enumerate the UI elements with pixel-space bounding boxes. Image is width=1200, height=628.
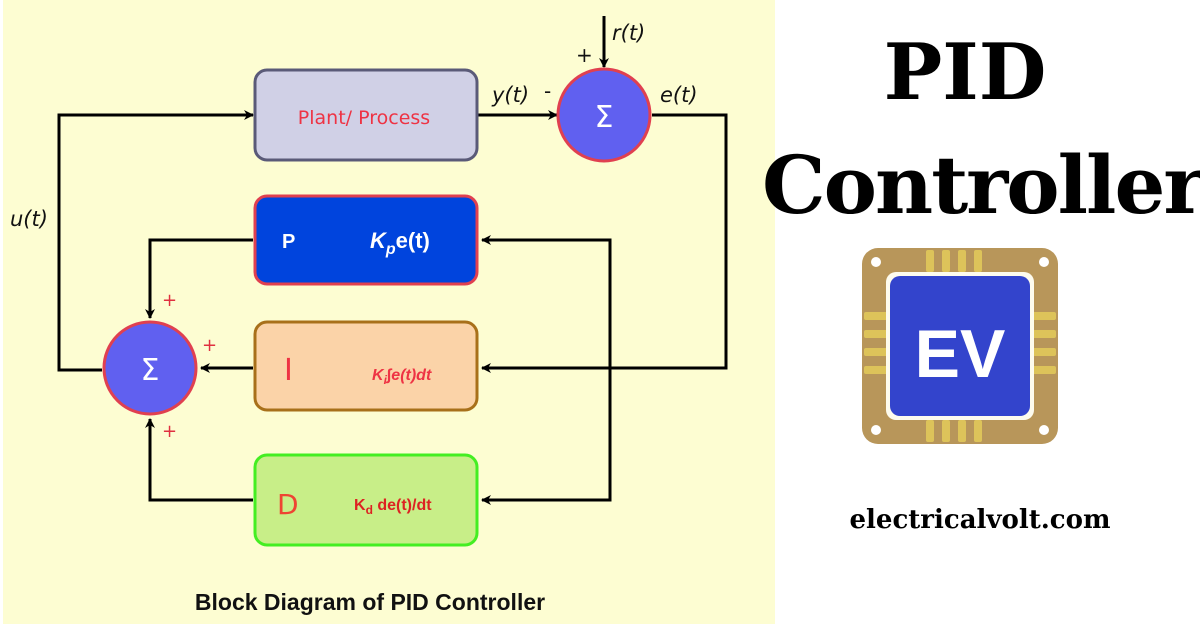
- d-letter: D: [277, 488, 299, 521]
- wire-error-branch-d: [481, 368, 612, 505]
- label-error: e(t): [660, 83, 698, 107]
- wire-d-out: [145, 418, 253, 502]
- ev-logo: EV: [862, 248, 1058, 444]
- wire-error: [481, 113, 728, 373]
- d-formula: Kd de(t)/dt: [354, 497, 432, 517]
- i-formula: Ki∫e(t)dt: [372, 367, 432, 387]
- p-letter: P: [282, 231, 295, 253]
- title-pid: PID: [883, 27, 1047, 118]
- sign-i-plus: +: [202, 335, 217, 356]
- sign-d-plus: +: [162, 421, 177, 442]
- website-url: electricalvolt.com: [849, 505, 1111, 535]
- summer-bottom-symbol: Σ: [141, 353, 160, 388]
- plant-block: [253, 68, 479, 162]
- proportional-block: [253, 194, 479, 286]
- wire-control-signal: [57, 110, 254, 372]
- label-reference: r(t): [612, 21, 645, 45]
- sign-ref-plus: +: [576, 43, 593, 67]
- integral-block: [253, 320, 479, 412]
- diagram-caption: Block Diagram of PID Controller: [195, 589, 545, 615]
- i-letter: I: [284, 353, 293, 388]
- sign-feedback-minus: -: [544, 79, 551, 103]
- wire-p-out: [145, 238, 253, 319]
- wire-error-branch: [481, 235, 612, 368]
- derivative-block: [253, 453, 479, 547]
- label-control: u(t): [10, 207, 48, 231]
- summer-top-symbol: Σ: [595, 100, 614, 135]
- chip-pins: [864, 250, 1056, 442]
- summing-junction-control: [102, 320, 198, 416]
- label-output: y(t): [491, 83, 529, 107]
- logo-text: EV: [915, 316, 1006, 392]
- summing-junction-error: [556, 67, 652, 163]
- plant-label: Plant/ Process: [298, 107, 430, 129]
- p-formula: Kpe(t): [370, 228, 430, 258]
- title-controller: Controller: [762, 138, 1200, 232]
- sign-p-plus: +: [162, 290, 177, 311]
